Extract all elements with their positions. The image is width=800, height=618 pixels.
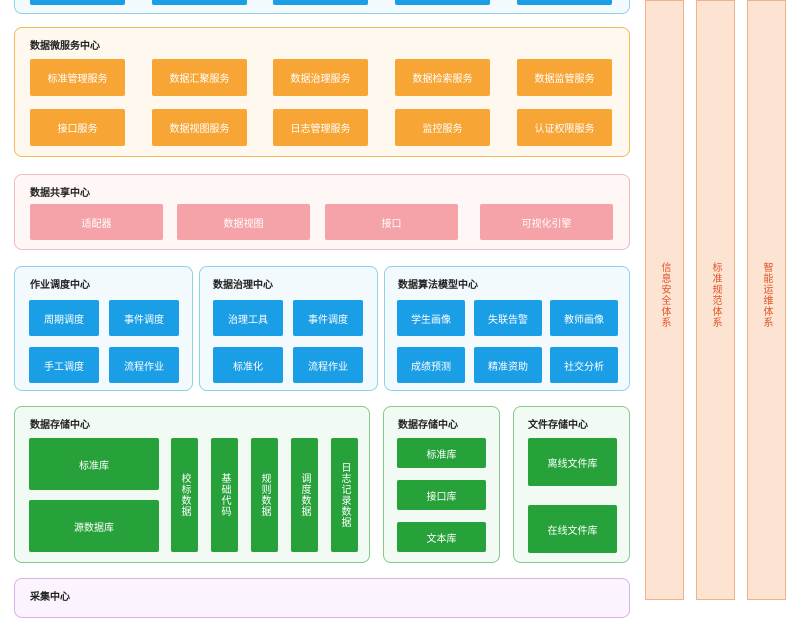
algorithm-item: 失联告警 <box>474 300 542 336</box>
sharing-item: 可视化引擎 <box>480 204 613 240</box>
microservice-item: 数据视图服务 <box>152 109 247 146</box>
storage-main-block: 源数据库 <box>29 500 159 552</box>
sidebar-standard-system <box>696 0 735 600</box>
top-partial-box-3 <box>273 0 368 5</box>
algorithm-item: 成绩预测 <box>397 347 465 383</box>
microservice-item: 日志管理服务 <box>273 109 368 146</box>
microservice-item: 监控服务 <box>395 109 490 146</box>
job-schedule-item: 流程作业 <box>109 347 179 383</box>
governance-item: 事件调度 <box>293 300 363 336</box>
storage-second-item: 接口库 <box>397 480 486 510</box>
top-partial-box-2 <box>152 0 247 5</box>
storage-main-column: 日志记录数据 <box>331 438 358 552</box>
microservice-item: 数据检索服务 <box>395 59 490 96</box>
sidebar-security-system <box>645 0 684 600</box>
collection-title: 采集中心 <box>30 592 70 603</box>
sharing-item: 适配器 <box>30 204 163 240</box>
governance-item: 治理工具 <box>213 300 283 336</box>
algorithm-item: 学生画像 <box>397 300 465 336</box>
microservice-item: 数据汇聚服务 <box>152 59 247 96</box>
job-schedule-item: 周期调度 <box>29 300 99 336</box>
storage-second-item: 文本库 <box>397 522 486 552</box>
microservice-item: 认证权限服务 <box>517 109 612 146</box>
algorithm-item: 社交分析 <box>550 347 618 383</box>
storage-second-title: 数据存储中心 <box>398 420 458 431</box>
sidebar-security-label: 信息安全体系 <box>659 262 670 328</box>
governance-item: 标准化 <box>213 347 283 383</box>
top-partial-box-4 <box>395 0 490 5</box>
storage-main-column: 校标数据 <box>171 438 198 552</box>
storage-main-column: 规则数据 <box>251 438 278 552</box>
microservice-item: 接口服务 <box>30 109 125 146</box>
top-partial-box-5 <box>517 0 612 5</box>
storage-main-title: 数据存储中心 <box>30 420 90 431</box>
file-storage-item: 离线文件库 <box>528 438 617 486</box>
storage-main-block: 标准库 <box>29 438 159 490</box>
sharing-item: 接口 <box>325 204 458 240</box>
sidebar-standard-label: 标准规范体系 <box>710 262 721 328</box>
file-storage-title: 文件存储中心 <box>528 420 588 431</box>
job-schedule-title: 作业调度中心 <box>30 280 90 291</box>
job-schedule-item: 事件调度 <box>109 300 179 336</box>
microservice-item: 数据治理服务 <box>273 59 368 96</box>
storage-main-column: 调度数据 <box>291 438 318 552</box>
governance-title: 数据治理中心 <box>213 280 273 291</box>
algorithm-item: 精准资助 <box>474 347 542 383</box>
collection-panel <box>14 578 630 618</box>
storage-main-column: 基础代码 <box>211 438 238 552</box>
sidebar-ops-label: 智能运维体系 <box>761 262 772 328</box>
microservice-item: 数据监管服务 <box>517 59 612 96</box>
storage-second-item: 标准库 <box>397 438 486 468</box>
sharing-title: 数据共享中心 <box>30 188 90 199</box>
governance-item: 流程作业 <box>293 347 363 383</box>
algorithm-title: 数据算法模型中心 <box>398 280 478 291</box>
file-storage-item: 在线文件库 <box>528 505 617 553</box>
sharing-item: 数据视图 <box>177 204 310 240</box>
sidebar-ops-system <box>747 0 786 600</box>
microservice-title: 数据微服务中心 <box>30 41 100 52</box>
top-partial-box-1 <box>30 0 125 5</box>
microservice-item: 标准管理服务 <box>30 59 125 96</box>
job-schedule-item: 手工调度 <box>29 347 99 383</box>
algorithm-item: 教师画像 <box>550 300 618 336</box>
